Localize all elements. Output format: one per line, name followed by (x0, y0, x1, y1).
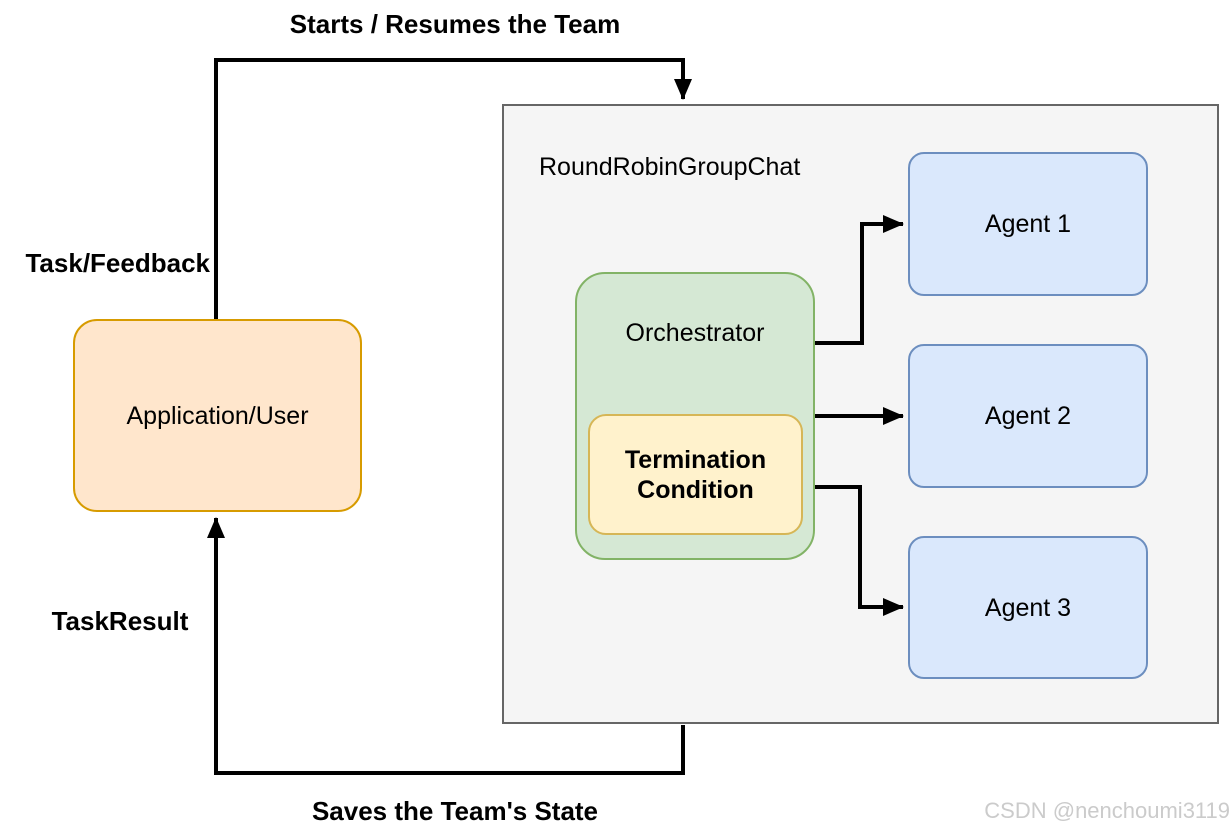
edge-label-saves-team-state: Saves the Team's State (311, 796, 599, 826)
agent-1-label: Agent 1 (984, 210, 1072, 238)
termination-condition-node: Termination Condition (588, 414, 803, 535)
agent-2-node: Agent 2 (908, 344, 1148, 488)
round-robin-group-chat-label: RoundRobinGroupChat (539, 153, 801, 181)
csdn-watermark: CSDN @nenchoumi3119 (984, 798, 1230, 823)
edge-label-starts-resumes-team: Starts / Resumes the Team (289, 9, 621, 39)
edge-label-task-result: TaskResult (51, 606, 189, 636)
termination-condition-label: Termination Condition (624, 445, 767, 504)
agent-3-node: Agent 3 (908, 536, 1148, 679)
agent-2-label: Agent 2 (984, 402, 1072, 430)
application-user-node: Application/User (73, 319, 362, 512)
application-user-label: Application/User (126, 401, 309, 430)
edge-label-task-feedback: Task/Feedback (25, 248, 210, 278)
agent-3-label: Agent 3 (984, 593, 1072, 622)
orchestrator-label: Orchestrator (625, 319, 765, 347)
agent-1-node: Agent 1 (908, 152, 1148, 296)
